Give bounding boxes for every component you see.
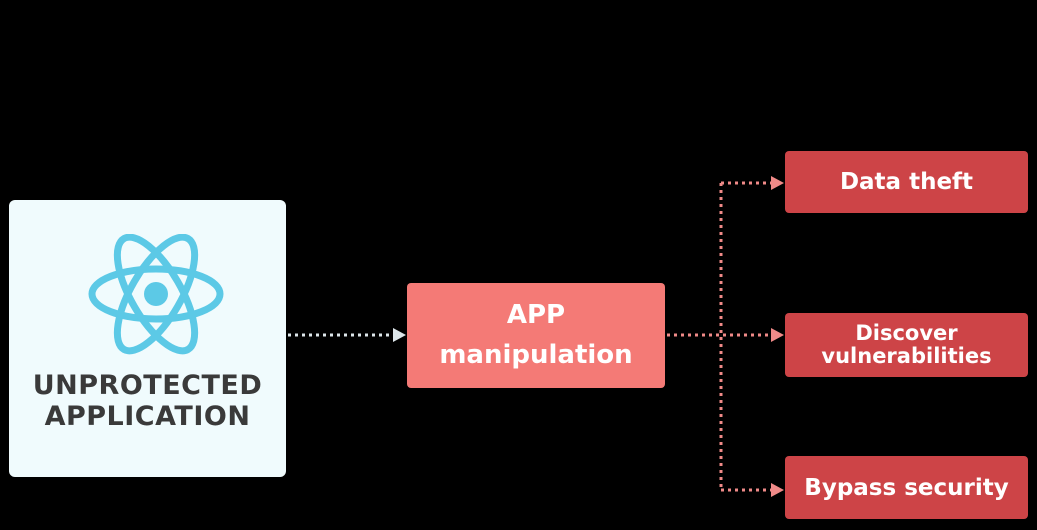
manipulation-line1: APP [506,300,566,330]
outcome-bypass-security-label: Bypass security [804,474,1009,501]
app-manipulation-box: APP manipulation [407,283,665,388]
app-title: UNPROTECTED APPLICATION [9,370,286,432]
arrowhead-discover [771,328,784,342]
atom-icon [88,234,224,355]
arrowhead-app-to-manipulation [393,328,406,342]
outcome-data-theft: Data theft [785,151,1028,213]
app-title-line2: APPLICATION [44,401,251,432]
app-title-line1: UNPROTECTED [32,370,263,401]
manipulation-line2: manipulation [439,340,633,370]
arrowhead-data-theft [771,176,784,190]
outcome-discover-line2: vulnerabilities [821,344,992,368]
unprotected-application-card: UNPROTECTED APPLICATION [9,200,286,477]
outcome-discover-vulnerabilities: Discover vulnerabilities [785,313,1028,377]
outcome-bypass-security: Bypass security [785,456,1028,519]
arrowhead-bypass-security [771,483,784,497]
outcome-data-theft-label: Data theft [839,169,974,195]
outcome-discover-line1: Discover [855,321,958,345]
